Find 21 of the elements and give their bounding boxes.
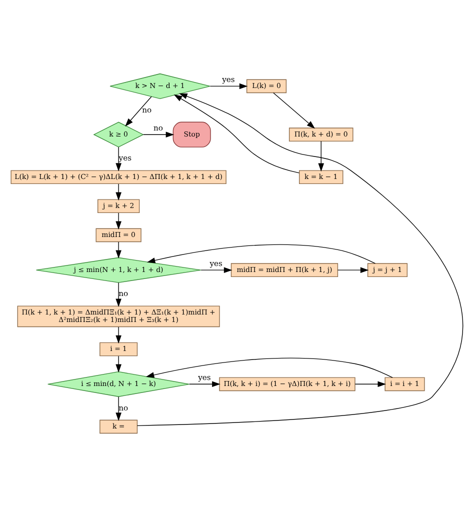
arrow [116, 183, 122, 200]
arrow [189, 380, 220, 387]
arrow [146, 357, 393, 378]
arrow [136, 92, 463, 426]
arrow [116, 212, 122, 230]
arrow [116, 396, 122, 420]
arrow [116, 146, 122, 171]
arrow [318, 140, 324, 172]
arrow [116, 326, 122, 344]
arrow [116, 241, 122, 258]
arrow [125, 96, 152, 126]
arrow [354, 380, 386, 387]
arrow [273, 92, 316, 128]
arrow [146, 244, 376, 264]
arrow [116, 355, 122, 372]
arrow [337, 266, 369, 272]
arrow [210, 82, 248, 89]
arrow [200, 266, 232, 272]
arrow [174, 94, 300, 173]
arrow [116, 282, 122, 306]
arrow [143, 131, 174, 137]
